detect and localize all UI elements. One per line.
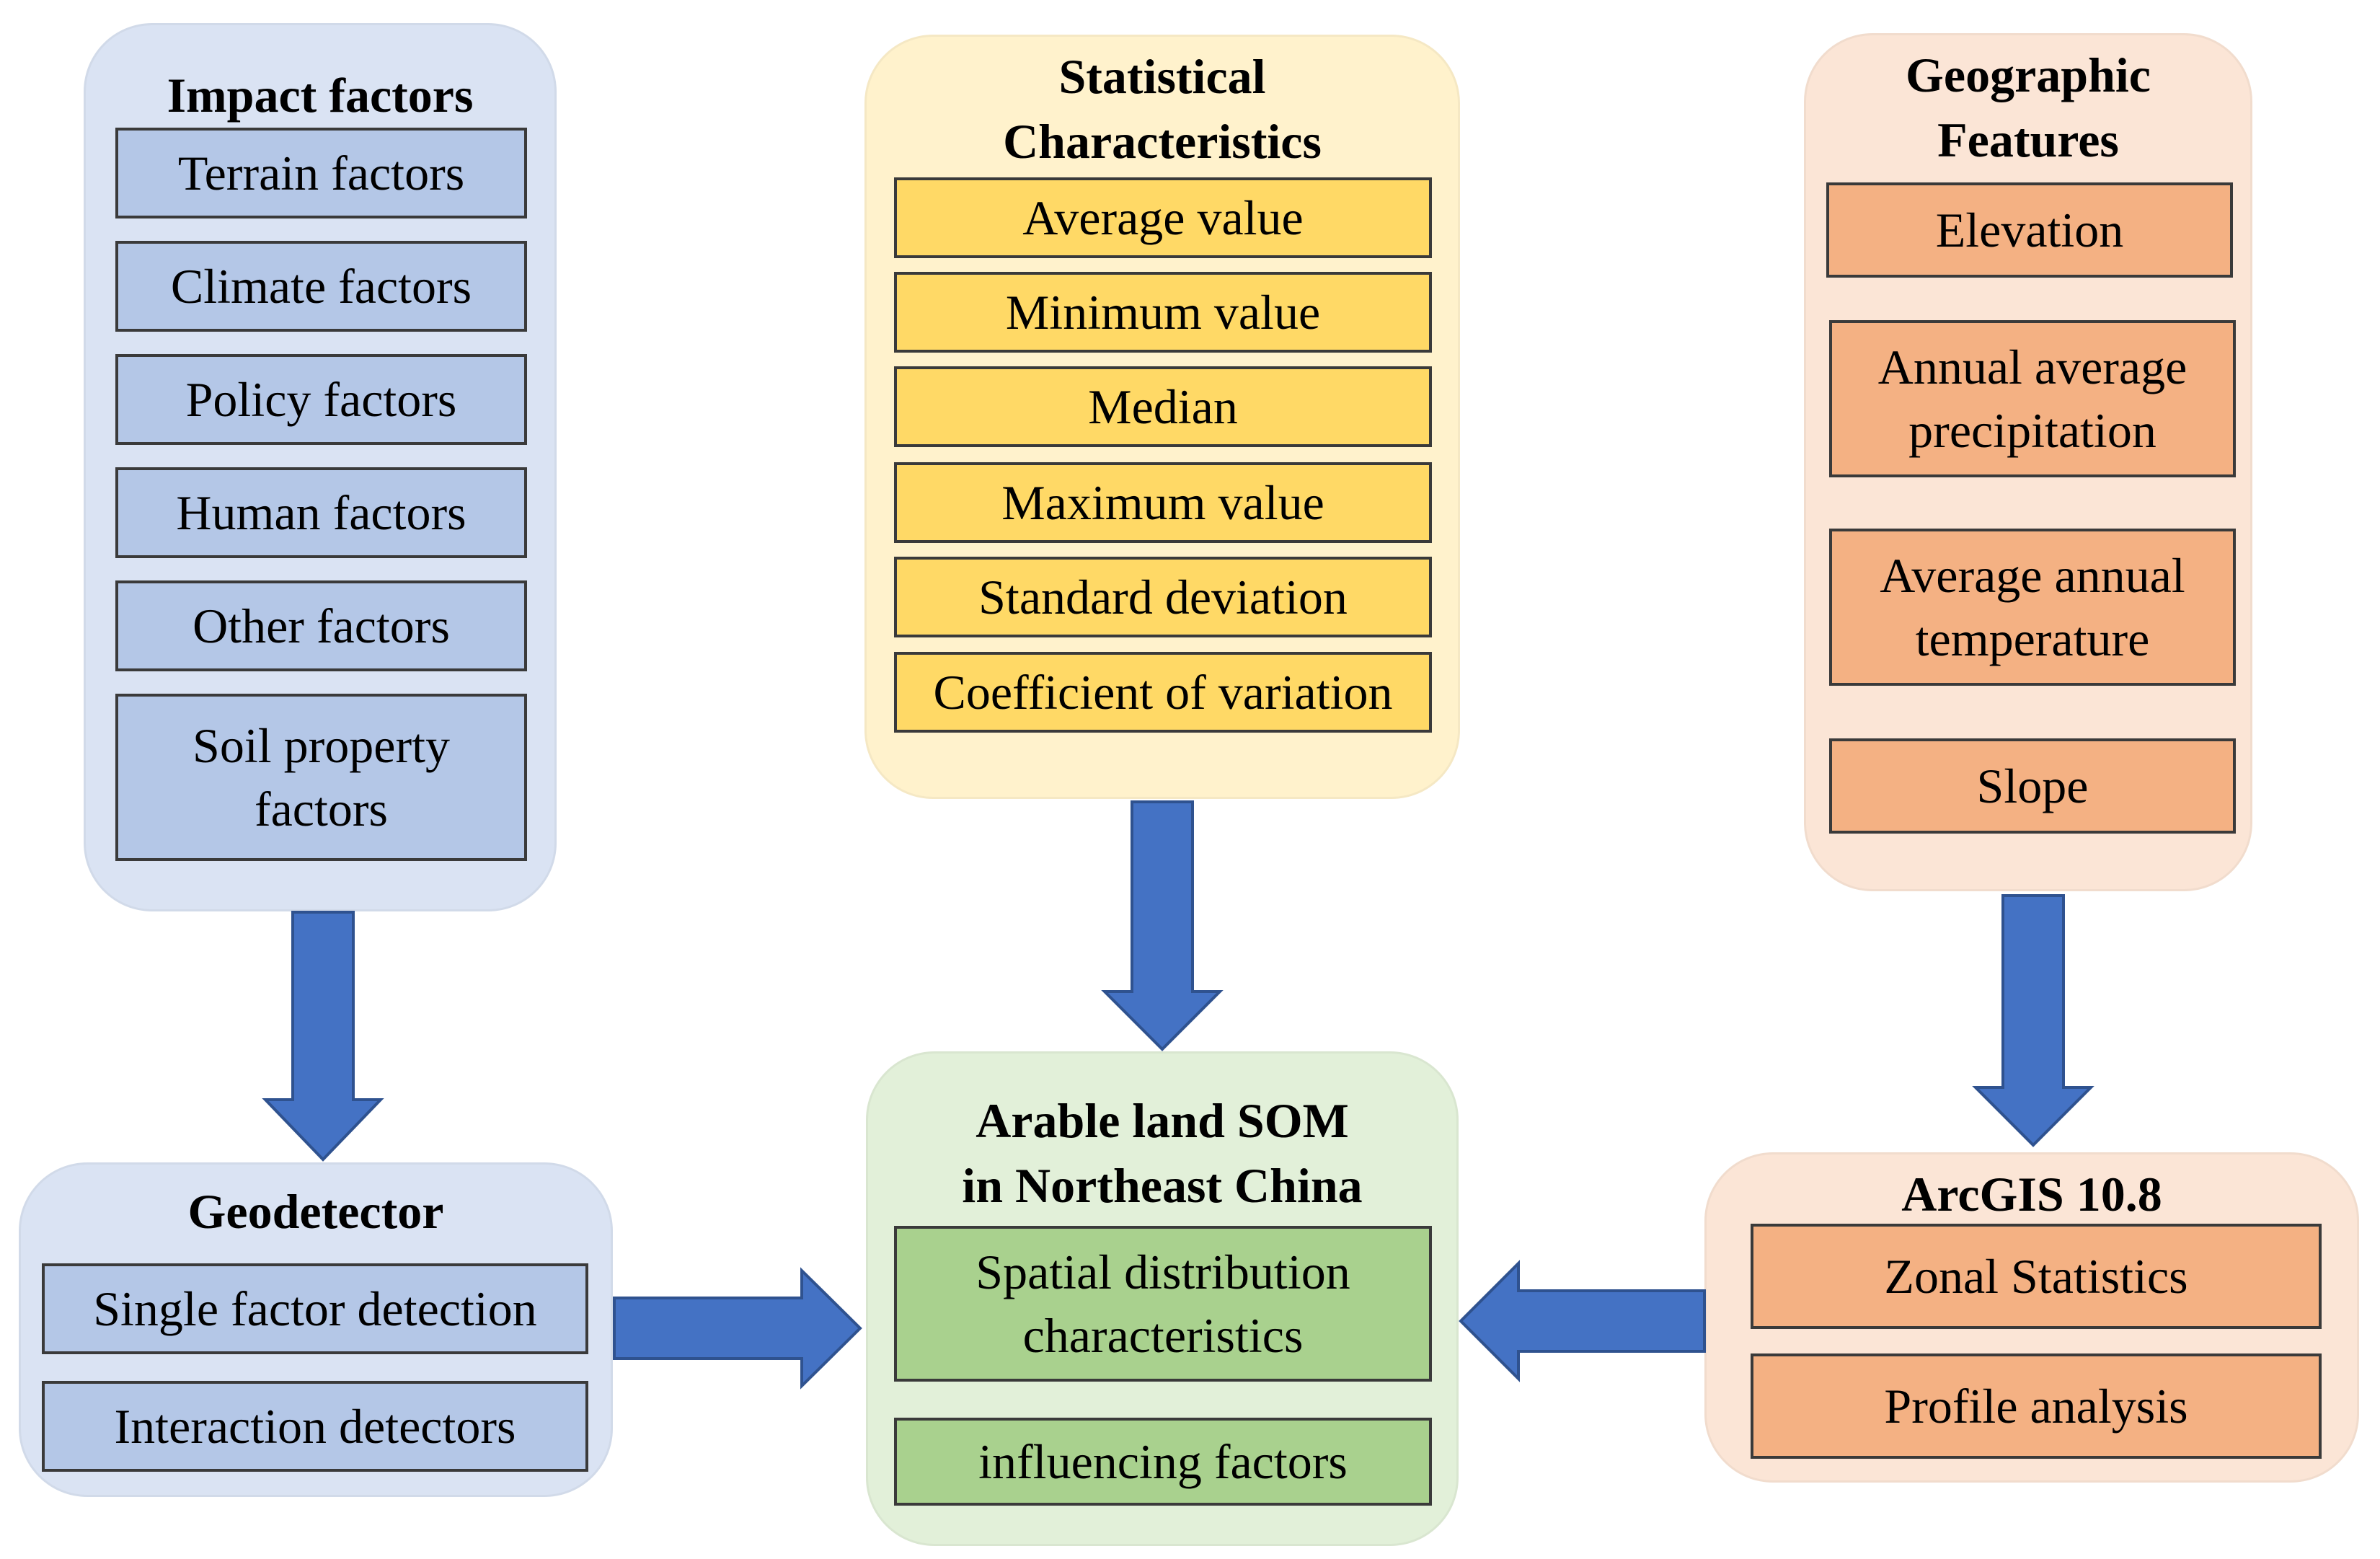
geographic-features-title: Geographic Features — [1906, 48, 2151, 167]
average-value-box: Average value — [894, 177, 1432, 258]
policy-factors-box: Policy factors — [115, 354, 527, 445]
standard-deviation-box: Standard deviation — [894, 557, 1432, 637]
influencing-factors-box: influencing factors — [894, 1418, 1432, 1506]
soil-property-factors-box: Soil property factors — [115, 694, 527, 861]
statistical-characteristics-title: Statistical Characteristics — [1003, 49, 1322, 169]
interaction-detectors-box: Interaction detectors — [42, 1381, 588, 1472]
zonal-statistics-box: Zonal Statistics — [1751, 1224, 2322, 1329]
coefficient-of-variation-box: Coefficient of variation — [894, 652, 1432, 733]
maximum-value-box: Maximum value — [894, 462, 1432, 543]
arable-land-som-title: Arable land SOM in Northeast China — [962, 1093, 1363, 1213]
human-factors-box: Human factors — [115, 467, 527, 558]
spatial-distribution-characteristics-box: Spatial distribution characteristics — [894, 1226, 1432, 1382]
average-annual-temperature-box: Average annual temperature — [1829, 529, 2236, 686]
climate-factors-box: Climate factors — [115, 241, 527, 332]
elevation-box: Elevation — [1826, 182, 2233, 278]
profile-analysis-box: Profile analysis — [1751, 1353, 2322, 1459]
geodetector-title: Geodetector — [187, 1184, 444, 1239]
slope-box: Slope — [1829, 738, 2236, 834]
impact-factors-title: Impact factors — [167, 68, 474, 123]
arcgis-title: ArcGIS 10.8 — [1901, 1167, 2162, 1222]
other-factors-box: Other factors — [115, 580, 527, 671]
annual-average-precipitation-box: Annual average precipitation — [1829, 320, 2236, 477]
terrain-factors-box: Terrain factors — [115, 128, 527, 218]
median-box: Median — [894, 366, 1432, 447]
minimum-value-box: Minimum value — [894, 272, 1432, 353]
single-factor-detection-box: Single factor detection — [42, 1263, 588, 1354]
